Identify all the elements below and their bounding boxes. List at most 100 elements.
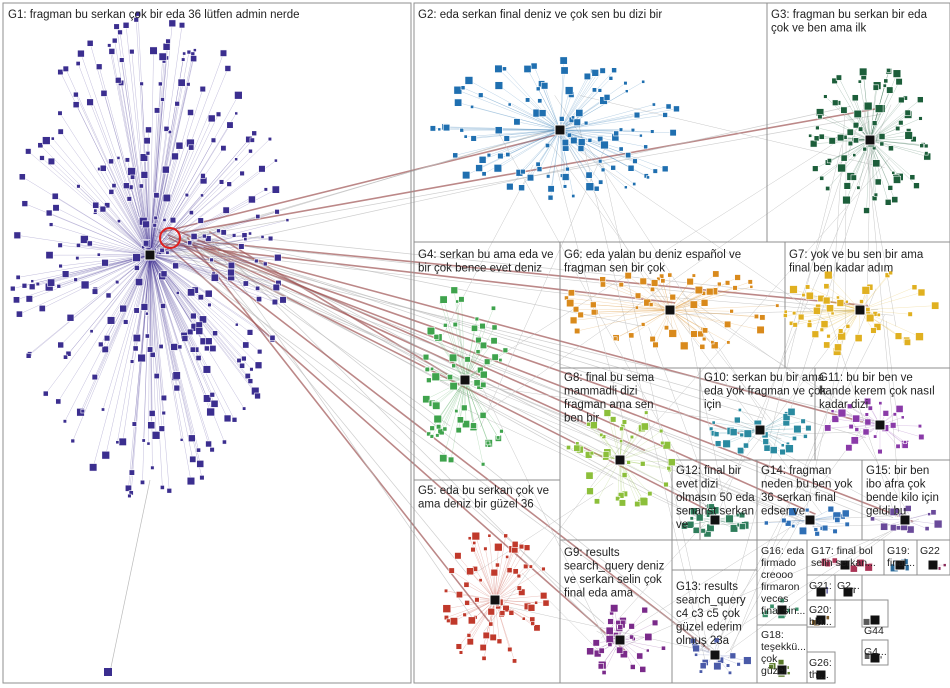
hub-node-g4: [460, 375, 470, 385]
node-g1: [205, 290, 212, 297]
node-g6: [690, 301, 697, 308]
node-g4: [475, 317, 479, 321]
hub-node-g6: [665, 305, 675, 315]
node-g3: [924, 144, 928, 148]
node-g1: [109, 48, 115, 54]
node-g8: [627, 460, 631, 464]
node-g10: [738, 408, 741, 411]
node-g9: [598, 664, 604, 670]
node-g1: [190, 347, 195, 352]
node-g4: [430, 426, 435, 431]
node-g5: [512, 541, 518, 547]
node-g6: [757, 326, 765, 334]
node-g1: [220, 50, 227, 57]
node-g7: [836, 296, 839, 299]
node-g1: [210, 392, 215, 397]
node-g1: [222, 440, 226, 444]
node-g6: [574, 328, 580, 334]
node-g6: [711, 341, 714, 344]
node-g2: [588, 138, 592, 142]
node-g11: [853, 415, 860, 422]
node-g6: [668, 273, 672, 277]
node-g1: [187, 50, 191, 54]
node-g1: [139, 184, 143, 188]
group-label-line: fragman sen bir çok: [564, 263, 665, 275]
node-g1: [166, 251, 169, 254]
node-g2: [470, 105, 473, 108]
node-g2: [454, 86, 462, 94]
node-g3: [812, 166, 818, 172]
group-label-line: G21:: [809, 580, 832, 592]
node-g3: [864, 102, 872, 110]
group-label-line: neden bu ben yok: [761, 479, 853, 491]
node-g1: [140, 82, 144, 86]
node-g5: [444, 589, 448, 593]
node-g3: [824, 95, 828, 99]
node-g15: [925, 527, 929, 531]
node-g8: [587, 488, 594, 495]
group-label-line: selin serkan...: [811, 557, 876, 569]
node-g2: [495, 127, 502, 134]
node-g2: [476, 165, 483, 172]
node-g1: [259, 165, 266, 172]
node-g6: [680, 342, 688, 350]
node-g1: [206, 441, 212, 447]
group-label-line: güzel: [761, 665, 786, 677]
node-g1: [188, 241, 192, 245]
node-g1: [235, 112, 238, 115]
node-g2: [454, 99, 461, 106]
node-g7: [793, 323, 798, 328]
node-g1: [200, 194, 203, 197]
group-label-line: G3: fragman bu serkan bir eda: [771, 9, 928, 21]
node-g1: [183, 52, 186, 55]
node-g1: [280, 297, 287, 304]
node-g4: [453, 322, 458, 327]
node-g6: [613, 337, 617, 341]
node-g1: [191, 56, 197, 62]
node-g2: [495, 82, 503, 90]
node-g9: [652, 620, 658, 626]
node-g3: [880, 142, 884, 146]
node-g7: [826, 305, 833, 312]
node-g6: [669, 330, 677, 338]
node-g2: [614, 131, 619, 136]
node-g1: [143, 241, 149, 247]
node-g1: [114, 24, 120, 30]
node-g4: [436, 434, 440, 438]
node-g9: [602, 670, 606, 674]
node-g3: [896, 78, 903, 85]
node-g1: [58, 243, 63, 248]
node-g6: [661, 279, 665, 283]
node-g7: [821, 321, 828, 328]
hub-node-g2: [555, 125, 565, 135]
node-g4: [436, 424, 441, 429]
node-g9: [637, 653, 643, 659]
node-g14: [833, 529, 838, 534]
node-g5: [495, 563, 499, 567]
hub-node-g3: [865, 135, 875, 145]
node-g1: [145, 312, 148, 315]
node-g1: [25, 149, 31, 155]
node-g6: [640, 278, 647, 285]
group-label-line: bir çok bence evet deniz: [418, 263, 542, 275]
node-g2: [576, 109, 583, 116]
group-label-line: eda yok fragman ve çok: [704, 386, 826, 398]
node-g2: [527, 174, 534, 181]
node-g2: [430, 126, 436, 132]
node-g14: [845, 522, 850, 527]
node-g4: [457, 417, 463, 423]
node-g1: [243, 342, 249, 348]
node-g3: [887, 68, 891, 72]
node-g2: [609, 76, 613, 80]
node-g3: [841, 155, 847, 161]
node-g8: [659, 429, 663, 433]
node-g1: [43, 391, 48, 396]
node-g1: [52, 193, 58, 199]
group-label-line: G7: yok ve bu sen bir ama: [789, 249, 924, 261]
node-g8: [668, 459, 675, 466]
node-g2: [650, 130, 654, 134]
node-g2: [443, 124, 450, 131]
node-g14: [792, 524, 795, 527]
node-g1: [273, 284, 280, 291]
node-g7: [860, 300, 864, 304]
